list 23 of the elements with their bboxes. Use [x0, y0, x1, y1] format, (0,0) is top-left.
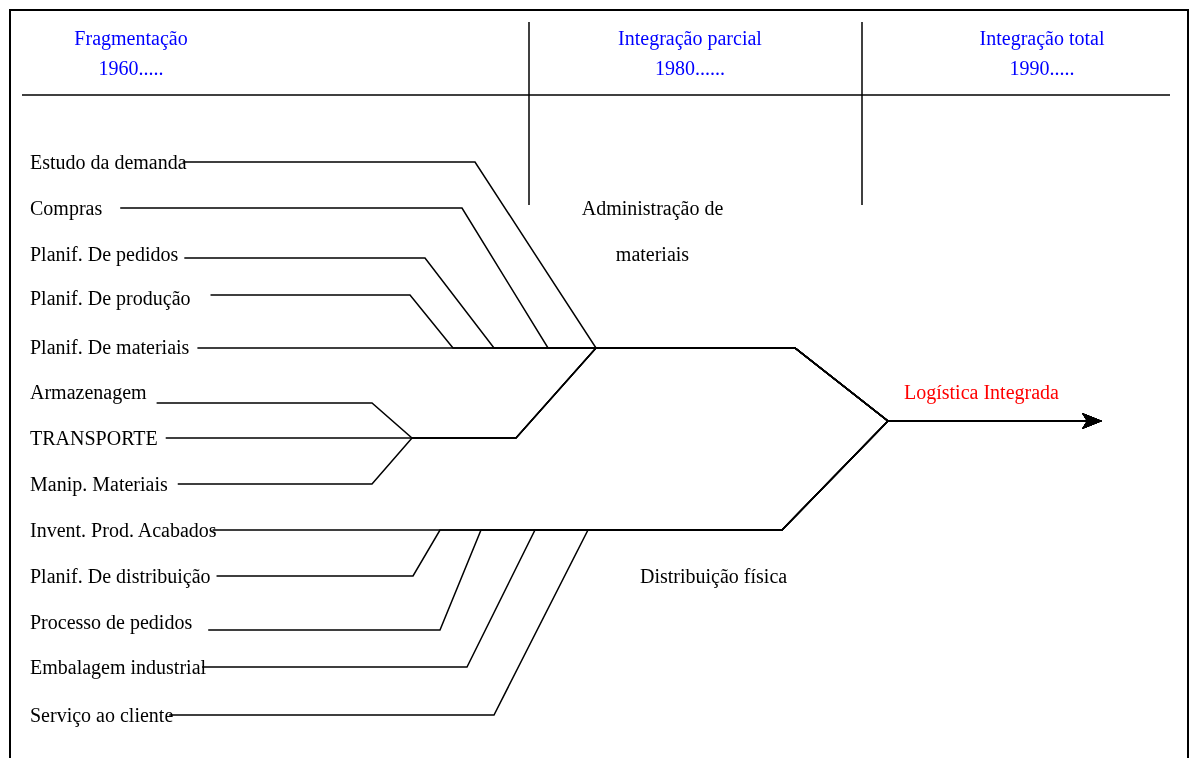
item-label: Planif. De materiais [30, 335, 190, 359]
item-label: Planif. De distribuição [30, 564, 211, 588]
group-label: Distribuição física [640, 564, 789, 588]
column-heading: Integração parcial [617, 26, 763, 50]
item-label: Estudo da demanda [30, 150, 187, 174]
item-label: Embalagem industrial [30, 655, 207, 679]
year-label: 1960..... [97, 56, 165, 80]
item-label: Manip. Materiais [30, 472, 168, 496]
item-label: Compras [30, 196, 103, 220]
item-label: Processo de pedidos [30, 610, 193, 634]
column-heading: Fragmentação [73, 26, 189, 50]
item-label: Planif. De pedidos [30, 242, 179, 266]
year-label: 1980...... [654, 56, 726, 80]
item-label: Armazenagem [30, 380, 147, 404]
outcome-label: Logística Integrada [904, 380, 1060, 404]
group-label: Administração de materiais [580, 196, 725, 267]
item-label: Planif. De produção [30, 286, 191, 310]
item-label: Serviço ao cliente [30, 703, 174, 727]
item-label: Invent. Prod. Acabados [30, 518, 217, 542]
column-heading: Integração total [978, 26, 1106, 50]
connector-line [168, 413, 1102, 716]
item-label: TRANSPORTE [30, 426, 158, 450]
year-label: 1990..... [1008, 56, 1076, 80]
